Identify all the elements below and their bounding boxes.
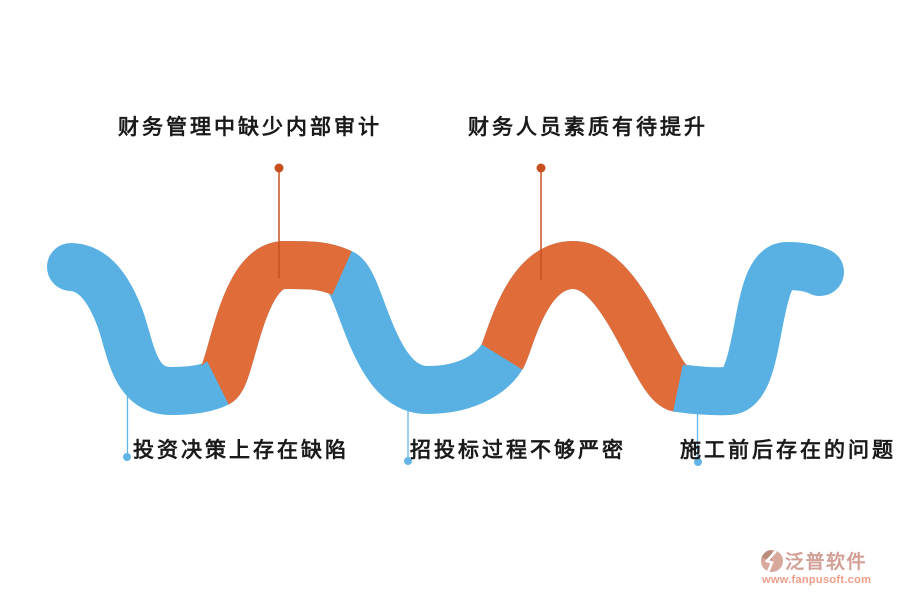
lightning-glyph [764,549,777,573]
bottom-connector-dot-2 [404,457,412,465]
wave-orange-segment-1 [199,240,352,405]
top-label-1: 财务管理中缺少内部审计 [118,116,382,139]
top-connector-dot-1 [274,163,284,173]
bottom-connector-dot-3 [694,458,702,466]
bottom-connector-dot-1 [123,453,131,461]
wave-orange-segment-2 [480,240,691,412]
fanpu-logo-icon [761,549,783,573]
brand-logo: 泛普软件 www.fanpusoft.com [760,547,890,586]
brand-url: www.fanpusoft.com [762,574,872,586]
brand-name: 泛普软件 [785,552,868,573]
top-label-2: 财务人员素质有待提升 [468,116,708,139]
bottom-label-2: 招投标过程不够严密 [410,439,626,462]
wave-ribbon-base-blue [47,240,844,416]
top-connector-dot-2 [536,163,546,173]
bottom-label-3: 施工前后存在的问题 [680,439,896,462]
bottom-label-1: 投资决策上存在缺陷 [133,439,349,462]
